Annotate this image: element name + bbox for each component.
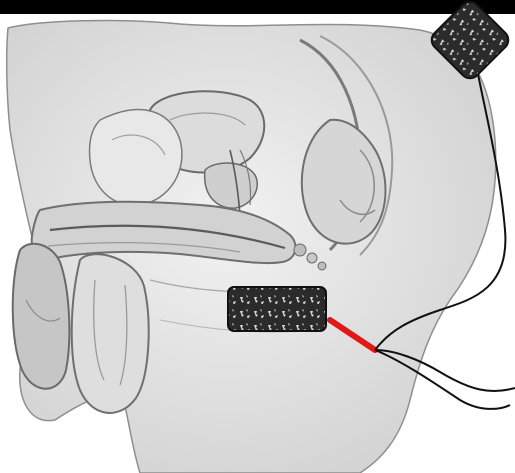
electrode-pad-lower: [228, 287, 326, 331]
glans: [13, 244, 70, 389]
pubic-bone: [89, 110, 181, 206]
scrotum: [72, 254, 149, 413]
top-band: [0, 0, 515, 14]
